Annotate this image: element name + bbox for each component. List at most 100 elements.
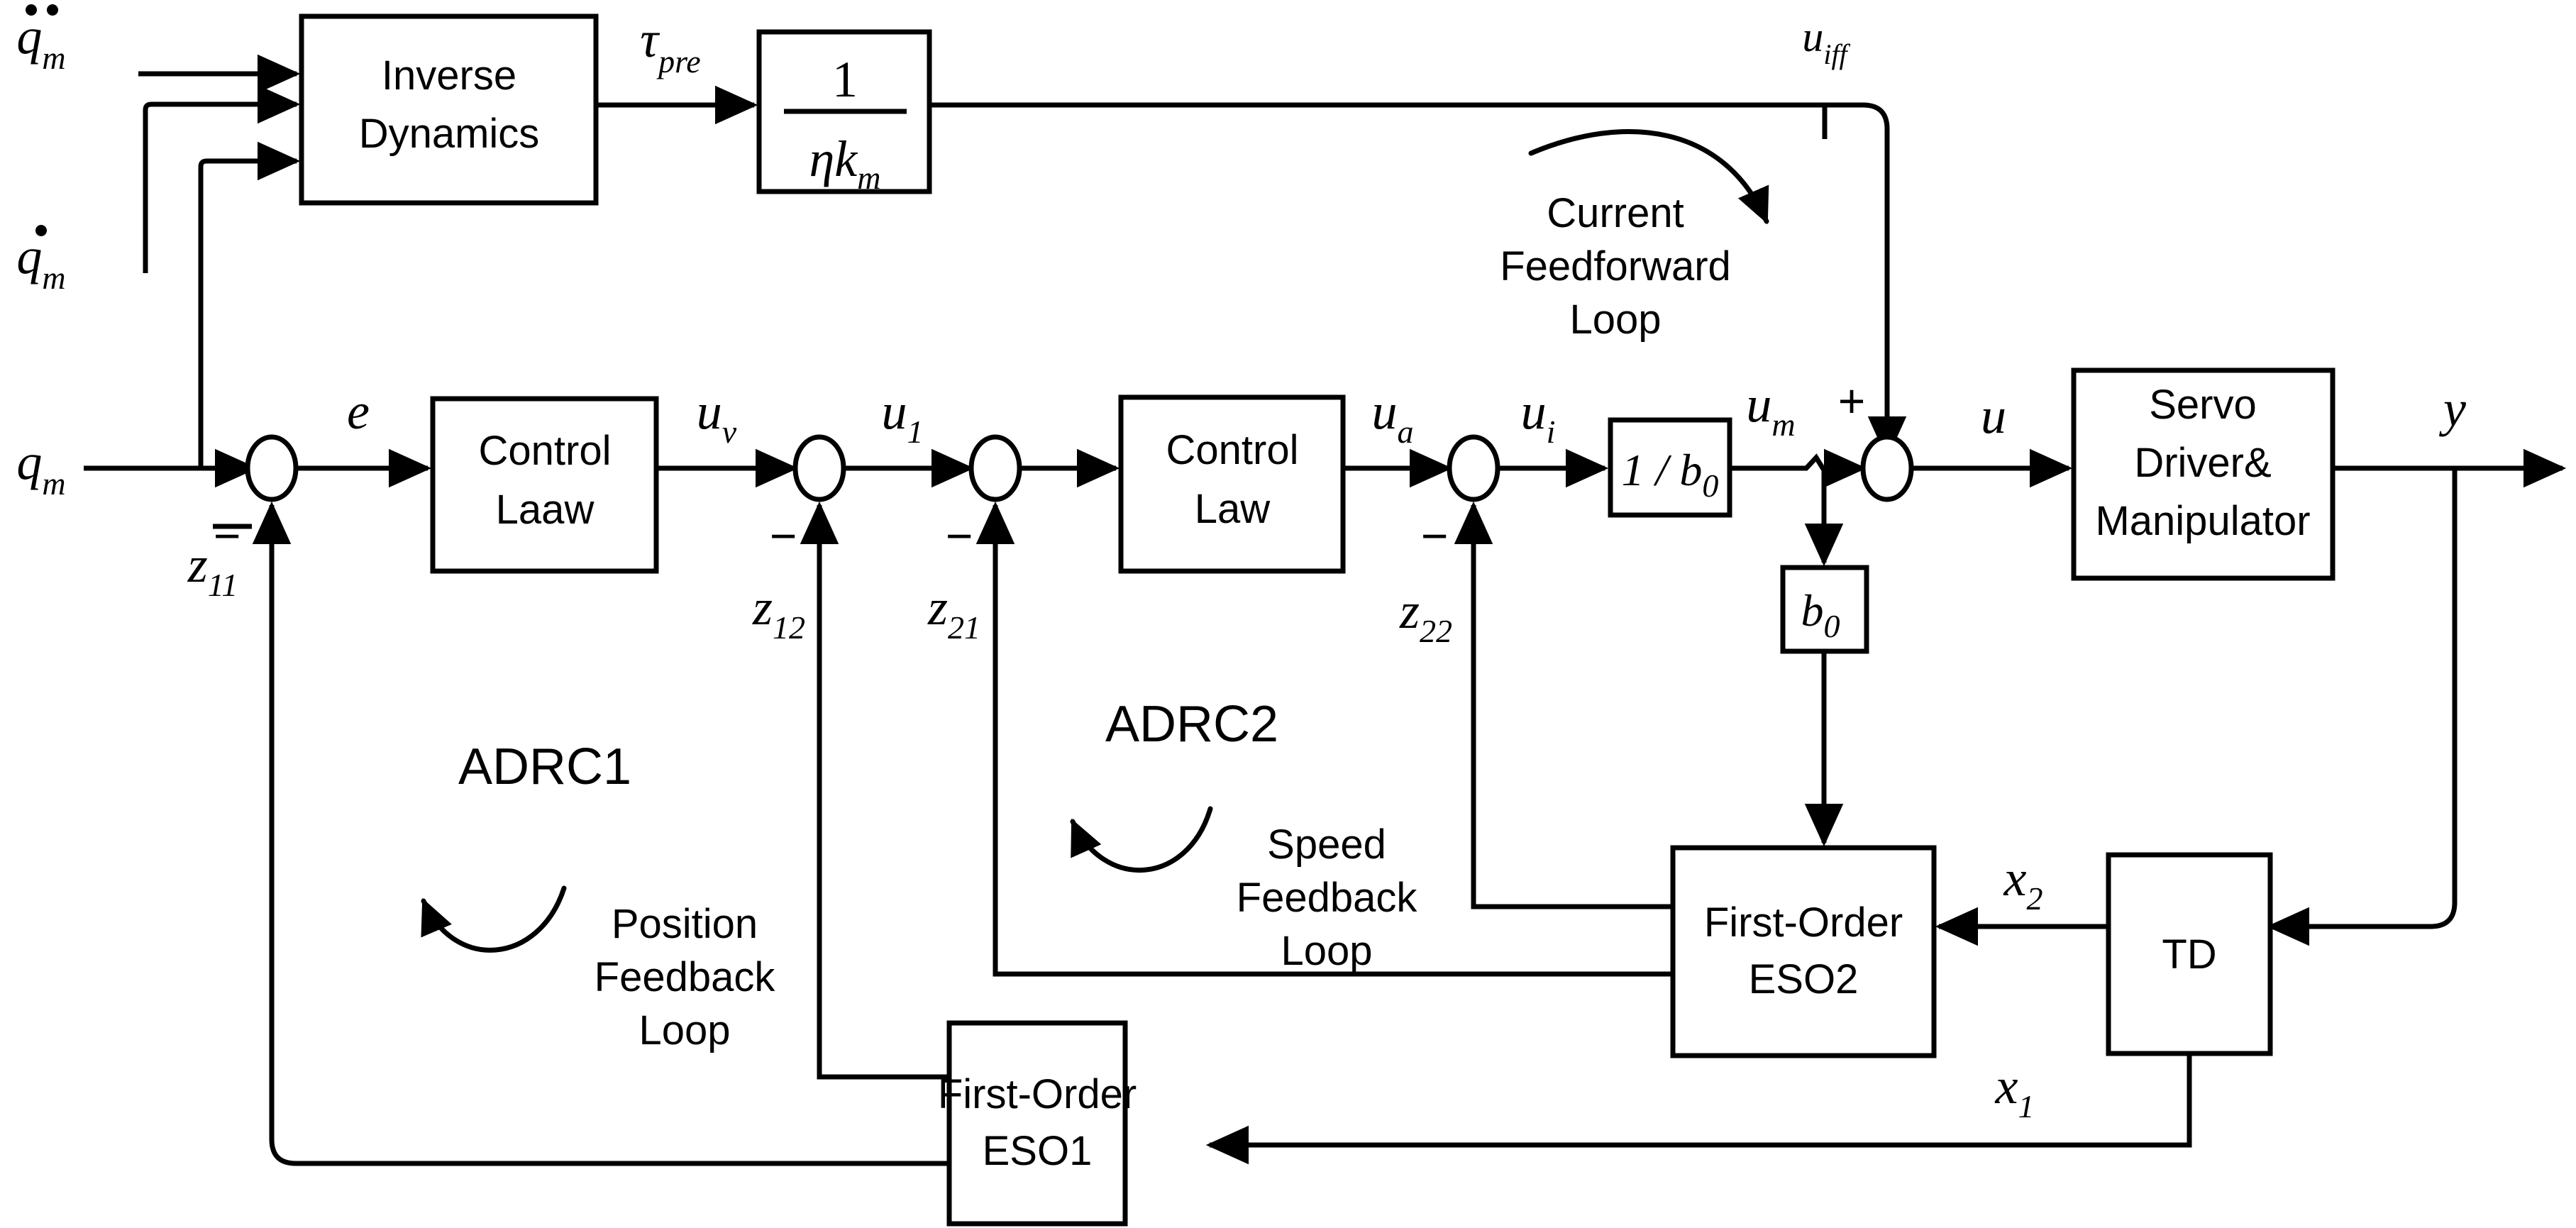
um-label: um	[1746, 376, 1795, 443]
control-law1-label-2: Laaw	[496, 487, 595, 533]
inverse-b0-label: 1 / b0	[1622, 445, 1719, 504]
z22-subscript: 22	[1420, 613, 1452, 649]
adrc1-label: ADRC1	[458, 739, 631, 795]
speed-feedback-loop-label-1: Speed	[1267, 822, 1386, 868]
current-feedforward-loop-label-2: Feedforward	[1500, 243, 1731, 289]
ui-subscript: i	[1547, 414, 1556, 450]
summing-junction-u1	[968, 434, 1022, 502]
control-law2-block	[1118, 394, 1346, 574]
inverse-dynamics-label-1: Inverse	[382, 52, 516, 99]
x2-label: x2	[2003, 850, 2043, 917]
position-feedback-loop-arrow	[421, 885, 567, 953]
eso2-label-1: First-Order	[1704, 900, 1903, 946]
x2-subscript: 2	[2026, 880, 2042, 917]
qdot-subscript: m	[42, 260, 65, 296]
eta-km-denominator: ηkm	[809, 131, 881, 196]
inverse-b0-text: 1 / b	[1622, 445, 1703, 495]
x2-base: x	[2003, 850, 2027, 907]
td-label: TD	[2162, 931, 2216, 978]
servo-label-1: Servo	[2149, 382, 2257, 428]
z21-feedback-line	[975, 501, 1673, 977]
uv-subscript: v	[722, 414, 737, 450]
qm-branch-to-dynamics-line	[198, 141, 301, 468]
eso2-block	[1670, 845, 1937, 1058]
tau-pre-label: τpre	[640, 11, 700, 79]
u1-subscript: 1	[907, 414, 924, 450]
eso2-label-2: ESO2	[1749, 956, 1859, 1002]
ua-base: u	[1372, 383, 1398, 440]
eso1-label-1: First-Order	[938, 1071, 1137, 1117]
u1-label: u1	[882, 383, 924, 450]
z21-subscript: 21	[948, 609, 980, 646]
speed-feedback-loop-label-3: Loop	[1281, 928, 1372, 974]
z22-base: z	[1399, 582, 1420, 639]
minus-sign-uv-summer: −	[770, 509, 797, 562]
z12-base: z	[752, 579, 773, 636]
tau-subscript: pre	[656, 43, 701, 79]
z11-feedback-line	[252, 501, 949, 1166]
current-feedforward-loop-label-1: Current	[1547, 190, 1684, 236]
summing-junction-uv	[792, 434, 846, 502]
qm-label: qm	[16, 433, 65, 502]
z12-subscript: 12	[773, 609, 805, 646]
qddot-m-label: qm	[16, 8, 65, 76]
um-base: u	[1746, 376, 1771, 433]
adrc2-label: ADRC2	[1105, 696, 1278, 753]
z12-feedback-line	[800, 501, 949, 1080]
uiff-base: u	[1802, 13, 1823, 60]
speed-feedback-loop-label-2: Feedback	[1237, 875, 1418, 921]
minus-sign-ua-summer: −	[1421, 509, 1449, 562]
tau-base: τ	[640, 11, 660, 68]
inverse-dynamics-label-2: Dynamics	[359, 111, 540, 157]
qddot-base: q	[16, 8, 42, 65]
summing-junction-ua	[1447, 434, 1500, 502]
eso1-label-2: ESO1	[983, 1128, 1093, 1174]
inverse-b0-subscript: 0	[1702, 468, 1718, 504]
u1-base: u	[882, 383, 907, 440]
td-block	[2106, 852, 2273, 1056]
z21-base: z	[927, 579, 948, 636]
servo-driver-manipulator-block	[2071, 367, 2335, 581]
qddot-accent-dot-right	[47, 4, 58, 16]
z22-label: z22	[1399, 582, 1452, 649]
z11-subscript: 11	[208, 567, 238, 603]
ui-base: u	[1521, 383, 1547, 440]
b0-subscript: 0	[1824, 608, 1840, 644]
x1-label: x1	[1995, 1058, 2035, 1124]
eta-km-numerator: 1	[832, 51, 858, 108]
control-law1-label-1: Control	[479, 428, 612, 474]
speed-feedback-loop-arrow	[1070, 806, 1213, 873]
y-branch-to-td-line	[2266, 468, 2458, 946]
km-subscript: m	[857, 160, 880, 196]
uv-base: u	[697, 383, 722, 440]
inverse-dynamics-block	[299, 13, 599, 206]
position-feedback-loop-label-1: Position	[612, 901, 758, 947]
uv-label: uv	[697, 383, 737, 450]
z11-label: z11	[187, 536, 238, 603]
y-label: y	[2438, 380, 2466, 437]
uiff-feedforward-line	[929, 102, 1907, 460]
uiff-subscript: iff	[1823, 38, 1850, 70]
ui-label: ui	[1521, 383, 1556, 450]
minus-sign-u1-summer: −	[946, 509, 973, 562]
summing-junction-position	[245, 434, 299, 502]
uiff-label: uiff	[1802, 13, 1850, 70]
qddot-accent-dot-left	[26, 4, 37, 16]
servo-label-3: Manipulator	[2095, 498, 2310, 544]
control-law2-label-1: Control	[1166, 427, 1299, 473]
inverse-b0-gain-block	[1608, 417, 1732, 518]
z22-feedback-line	[1454, 501, 1673, 909]
ua-label: ua	[1372, 383, 1414, 450]
z21-label: z21	[927, 579, 980, 646]
eta-symbol: η	[809, 131, 835, 187]
x1-base: x	[1995, 1058, 2018, 1114]
control-law2-label-2: Law	[1195, 486, 1271, 532]
position-feedback-loop-label-2: Feedback	[595, 954, 776, 1000]
qdot-m-label: qm	[16, 228, 65, 296]
minus-sign-position-summer: −	[214, 509, 241, 562]
control-law1-block	[430, 396, 659, 574]
um-line-with-hop	[1730, 448, 1867, 488]
k-symbol: k	[834, 131, 858, 187]
qm-base: q	[16, 433, 42, 490]
